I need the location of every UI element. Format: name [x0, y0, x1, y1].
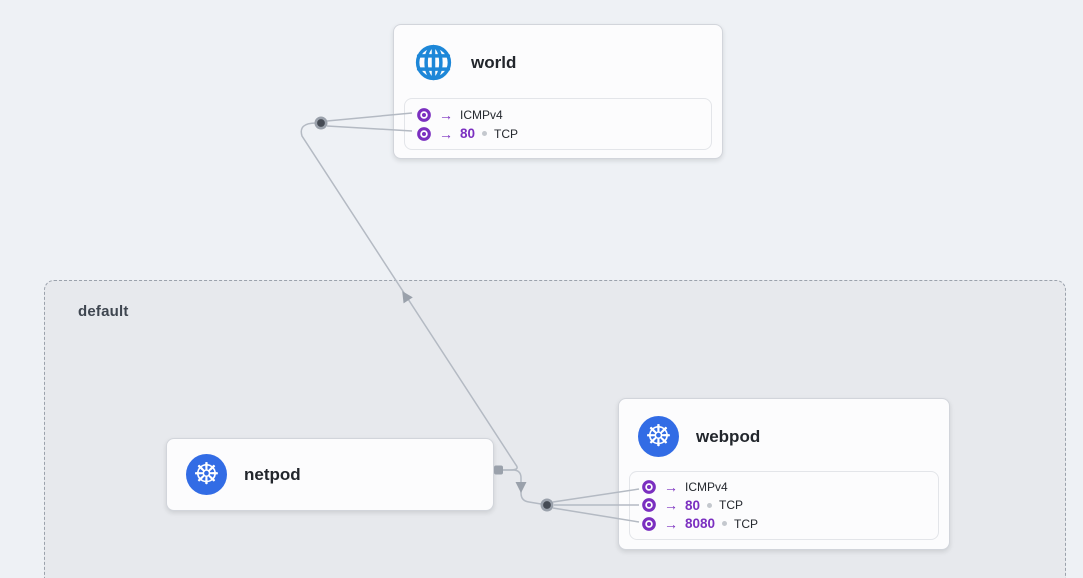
node-card-netpod[interactable]: ☸ netpod	[166, 438, 494, 511]
arrow-right-icon: →	[664, 515, 678, 532]
node-title: webpod	[696, 426, 761, 446]
node-card-webpod[interactable]: ☸ webpod → ICMPv4 → 80 TCP	[618, 398, 950, 550]
access-point-dot-world[interactable]	[314, 116, 328, 130]
separator-dot	[722, 521, 728, 527]
access-point-icon	[641, 479, 657, 495]
protocol-label: TCP	[734, 516, 759, 531]
protocol-label: ICMPv4	[460, 107, 503, 122]
arrow-right-icon: →	[664, 497, 678, 514]
arrow-right-icon: →	[439, 125, 453, 142]
ports-list: → ICMPv4 → 80 TCP	[404, 98, 712, 150]
protocol-label: ICMPv4	[685, 480, 728, 495]
protocol-label: TCP	[494, 126, 519, 141]
globe-icon	[413, 42, 454, 83]
port-number: 80	[685, 497, 701, 513]
ports-list: → ICMPv4 → 80 TCP → 8080 TCP	[629, 471, 939, 540]
node-title: netpod	[244, 464, 301, 484]
port-row-icmpv4[interactable]: → ICMPv4	[641, 479, 938, 496]
kubernetes-icon: ☸	[186, 454, 227, 495]
node-title: world	[471, 52, 517, 72]
access-point-icon	[416, 107, 432, 123]
protocol-label: TCP	[719, 498, 744, 513]
access-point-icon	[641, 497, 657, 513]
port-number: 80	[460, 126, 476, 141]
arrow-right-icon: →	[439, 106, 453, 123]
port-row-8080-tcp[interactable]: → 8080 TCP	[641, 515, 938, 532]
kubernetes-icon: ☸	[638, 416, 679, 457]
port-row-icmpv4[interactable]: → ICMPv4	[416, 106, 711, 123]
separator-dot	[707, 502, 713, 508]
node-header: ☸ webpod	[619, 399, 949, 457]
separator-dot	[482, 131, 488, 136]
port-row-80-tcp[interactable]: → 80 TCP	[416, 125, 711, 142]
access-point-icon	[641, 516, 657, 532]
namespace-label: default	[78, 303, 129, 320]
node-header: ☸ netpod	[167, 439, 493, 495]
port-row-80-tcp[interactable]: → 80 TCP	[641, 497, 938, 514]
arrow-right-icon: →	[664, 479, 678, 496]
node-header: world	[394, 25, 722, 83]
port-number: 8080	[685, 516, 716, 532]
access-point-icon	[416, 126, 432, 142]
node-card-world[interactable]: world → ICMPv4 → 80 TCP	[393, 24, 723, 159]
